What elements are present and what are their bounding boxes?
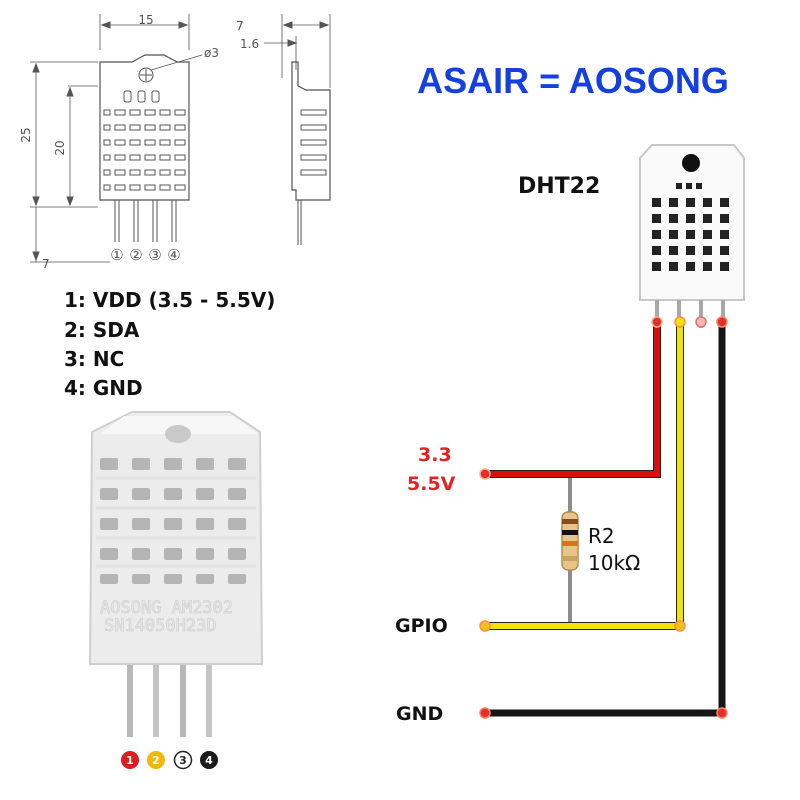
dim-width: 15 — [138, 13, 153, 27]
vdd-terminal — [479, 468, 491, 480]
pin-circle-2: ② — [129, 246, 142, 264]
pinout-line-2: 2: SDA — [64, 318, 140, 342]
gnd-corner-junction — [716, 707, 728, 719]
vdd-wire — [485, 322, 660, 477]
pinout-line-3: 3: NC — [64, 347, 124, 371]
resistor-value: 10kΩ — [588, 551, 640, 575]
dim-height-body: 20 — [53, 140, 67, 155]
pin1-junction — [651, 316, 663, 328]
pin-badge-4 — [200, 751, 218, 769]
gpio-label: GPIO — [395, 615, 448, 637]
pin-badge-4-label: 4 — [205, 754, 213, 767]
vdd-wire-outline — [485, 322, 661, 478]
pin-circle-1: ① — [110, 246, 123, 264]
pin-badge-2-label: 2 — [152, 754, 160, 767]
gnd-terminal — [479, 707, 491, 719]
sensor-name: DHT22 — [518, 174, 600, 199]
headline: ASAIR = AOSONG — [417, 60, 729, 101]
pinout-line-4: 4: GND — [64, 376, 143, 400]
side-view-drawing — [264, 14, 331, 245]
engraving-line-2: SN14050H23D — [104, 616, 217, 636]
gpio-terminal — [479, 620, 491, 632]
dim-pin-length: 7 — [42, 257, 50, 271]
pin3-junction — [695, 316, 707, 328]
front-view-drawing — [30, 14, 203, 263]
supply-label-line2: 5.5V — [407, 473, 456, 495]
pin-circle-3: ③ — [148, 246, 161, 264]
dht22-module — [639, 144, 745, 320]
pin-badge-1-label: 1 — [126, 754, 134, 767]
pin-badge-3-label: 3 — [179, 754, 187, 767]
dim-hole: ø3 — [204, 46, 219, 60]
dim-depth: 7 — [236, 19, 244, 33]
data-corner-junction — [674, 620, 686, 632]
pin-circle-4: ④ — [167, 246, 180, 264]
supply-label-line1: 3.3 — [418, 444, 452, 466]
gnd-label: GND — [396, 703, 443, 725]
pin-badge-1 — [121, 751, 139, 769]
dim-height-total: 25 — [19, 127, 33, 142]
pin4-junction — [716, 316, 728, 328]
pin-badge-3 — [173, 750, 193, 770]
resistor-name: R2 — [588, 524, 615, 548]
pullup-resistor — [561, 478, 579, 622]
dim-thickness: 1.6 — [240, 37, 259, 51]
pin-badge-2 — [147, 751, 165, 769]
pin2-junction — [674, 316, 686, 328]
pinout-line-1: 1: VDD (3.5 - 5.5V) — [64, 288, 275, 312]
engraving-line-1: AOSONG AM2302 — [100, 598, 233, 618]
gnd-wire — [485, 322, 726, 717]
sensor-photo — [88, 411, 264, 737]
